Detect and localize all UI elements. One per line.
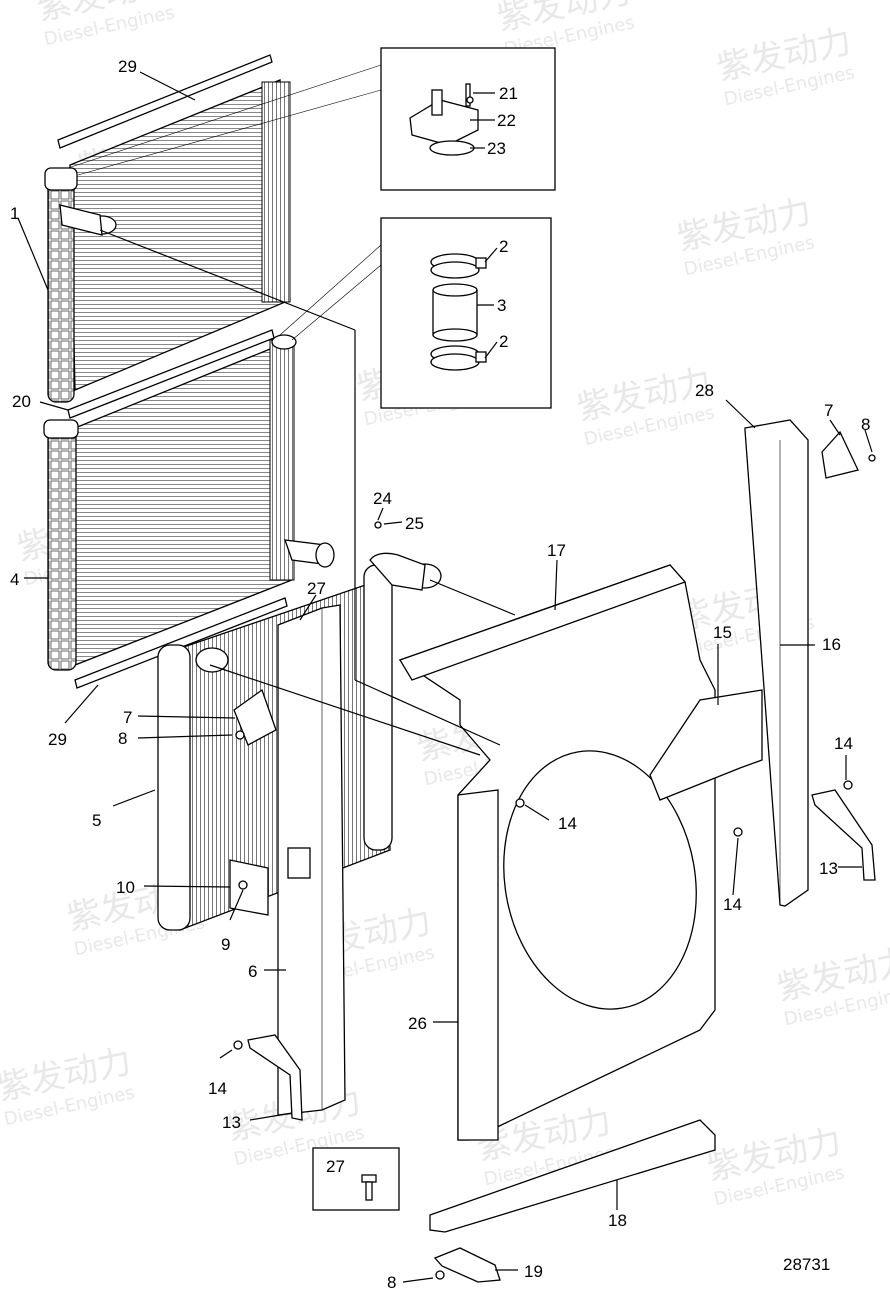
callout-27a: 27 — [307, 579, 326, 598]
radiator-lower — [43, 334, 335, 671]
callout-8c: 8 — [387, 1273, 396, 1292]
callout-29b: 29 — [48, 730, 67, 749]
callout-27b: 28 — [695, 381, 714, 400]
callout-2b: 2 — [499, 332, 508, 351]
lower-rail — [429, 1119, 716, 1233]
callout-8b: 8 — [861, 415, 870, 434]
callout-24: 24 — [373, 489, 392, 508]
callout-19: 19 — [524, 1262, 543, 1281]
callout-12: 13 — [819, 859, 838, 878]
rail-bracket — [433, 1247, 501, 1283]
hose-clamp-upper — [430, 253, 487, 279]
callout-3: 3 — [497, 296, 506, 315]
radiator-upper — [44, 79, 291, 403]
fasteners — [233, 96, 876, 1280]
callout-20: 20 — [12, 392, 31, 411]
callout-2a: 2 — [499, 237, 508, 256]
callout-14-a: 14 — [558, 814, 577, 833]
leader-lines — [17, 71, 873, 1283]
callout-21: 21 — [499, 84, 518, 103]
side-panel-right — [744, 419, 809, 907]
callout-23: 23 — [487, 139, 506, 158]
callout-7b: 7 — [824, 401, 833, 420]
cover-plate — [229, 859, 269, 916]
bracket-right-upper — [821, 430, 859, 479]
callout-26: 26 — [408, 1014, 427, 1033]
seal-strip-middle — [67, 329, 275, 419]
callout-7a: 7 — [123, 708, 132, 727]
callout-25: 25 — [405, 514, 424, 533]
callout-labels: 29 1 20 4 29 5 7 8 10 9 6 14 13 27 24 25… — [10, 57, 870, 1292]
seal-strip-bottom — [74, 597, 288, 689]
callout-10: 10 — [116, 878, 135, 897]
detail-leader — [279, 244, 382, 336]
bracket-lower-right — [811, 789, 876, 881]
callout-13a: 14 — [208, 1079, 227, 1098]
bolt-icon — [361, 1174, 377, 1201]
hose — [432, 283, 478, 342]
callout-9: 9 — [221, 935, 230, 954]
callout-16: 16 — [822, 635, 841, 654]
seal-strip-top — [57, 54, 273, 149]
side-panel-left — [277, 604, 346, 1116]
detail-leader — [291, 264, 382, 341]
callout-14-b: 14 — [723, 895, 742, 914]
callout-11: 13 — [222, 1113, 241, 1132]
callout-18: 18 — [608, 1211, 627, 1230]
detail-box-bolt — [312, 1147, 400, 1211]
detail-leader — [67, 64, 382, 169]
callout-22: 22 — [497, 111, 516, 130]
drawing-number: 28731 — [783, 1255, 830, 1274]
callout-6: 6 — [248, 962, 257, 981]
bracket-lower-left — [247, 1034, 303, 1121]
callout-1: 1 — [10, 204, 19, 223]
callout-4: 4 — [10, 570, 19, 589]
callout-5: 5 — [92, 811, 101, 830]
callout-13b: 14 — [834, 734, 853, 753]
callout-28: 27 — [326, 1157, 345, 1176]
fan-shroud — [398, 564, 763, 1141]
callout-29a: 29 — [118, 57, 137, 76]
detail-leader — [77, 89, 382, 176]
hose-clamp-lower — [430, 345, 487, 371]
callout-8a: 8 — [118, 729, 127, 748]
callout-17: 17 — [547, 541, 566, 560]
callout-15: 15 — [713, 623, 732, 642]
